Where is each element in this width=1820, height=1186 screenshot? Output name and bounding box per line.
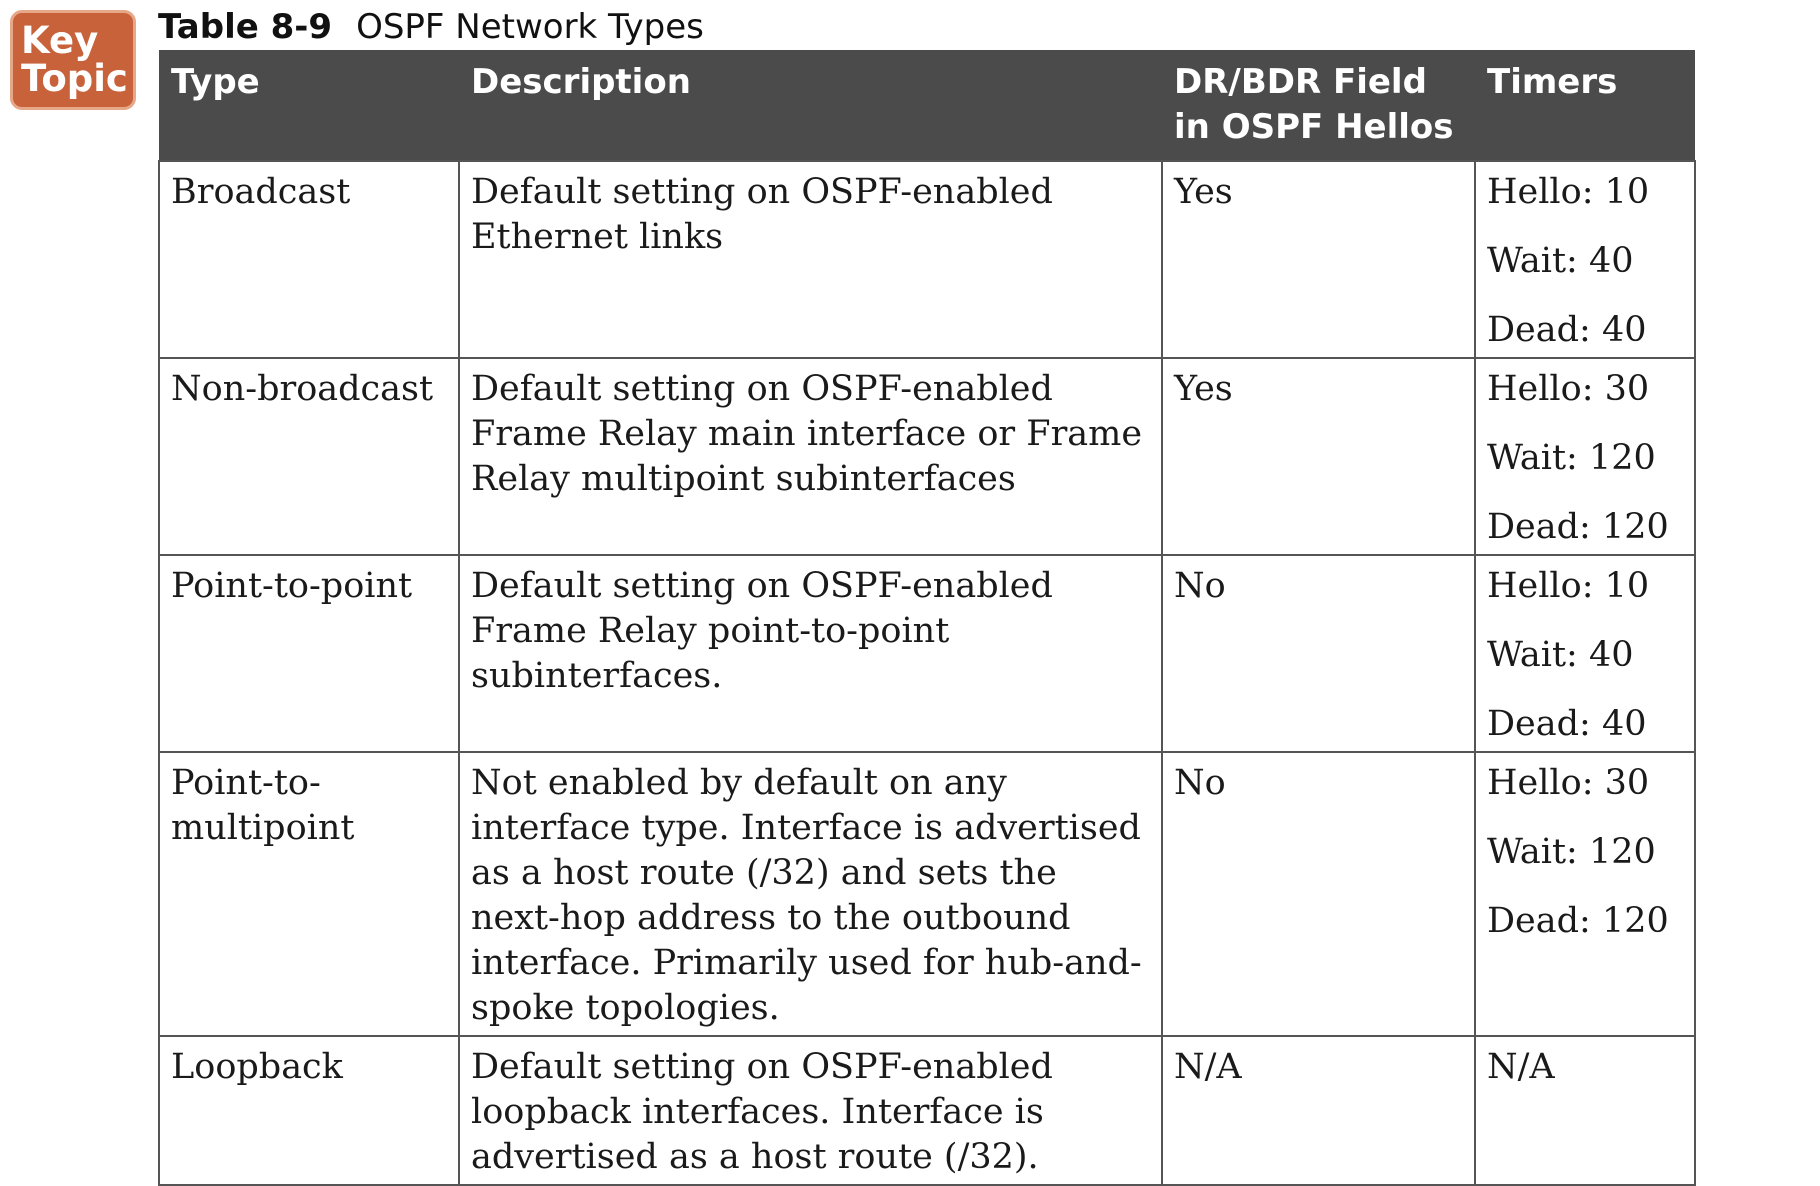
table-row: Point-to-point Default setting on OSPF-e… [158, 554, 1696, 753]
cell-description: Default setting on OSPF-enabled Frame Re… [458, 357, 1163, 556]
table-row: Point-to-multipoint Not enabled by defau… [158, 751, 1696, 1037]
header-description: Description [459, 50, 1162, 161]
cell-timers: Hello: 10 Wait: 40 Dead: 40 [1474, 160, 1696, 359]
table-header-row: Type Description DR/BDR Field in OSPF He… [159, 50, 1695, 161]
table-title: OSPF Network Types [356, 7, 704, 47]
cell-type: Loopback [158, 1035, 460, 1186]
table-row: Loopback Default setting on OSPF-enabled… [158, 1035, 1696, 1186]
cell-type: Non-broadcast [158, 357, 460, 556]
cell-timers: N/A [1474, 1035, 1696, 1186]
cell-drbdr: N/A [1161, 1035, 1476, 1186]
timer-dead: Dead: 120 [1487, 507, 1669, 547]
header-drbdr-line2: in OSPF Hellos [1174, 107, 1454, 147]
cell-description: Not enabled by default on any interface … [458, 751, 1163, 1037]
cell-timers: Hello: 30 Wait: 120 Dead: 120 [1474, 751, 1696, 1037]
cell-drbdr: No [1161, 554, 1476, 753]
timer-hello: Hello: 30 [1487, 369, 1650, 409]
cell-type: Point-to-point [158, 554, 460, 753]
timer-wait: Wait: 120 [1487, 832, 1656, 872]
timer-dead: Dead: 40 [1487, 310, 1647, 350]
table-number: Table 8-9 [158, 7, 333, 47]
header-type: Type [159, 50, 459, 161]
header-drbdr-line1: DR/BDR Field [1174, 62, 1427, 102]
header-timers: Timers [1475, 50, 1695, 161]
timer-hello: Hello: 10 [1487, 566, 1650, 606]
timer-wait: Wait: 120 [1487, 438, 1656, 478]
cell-drbdr: Yes [1161, 160, 1476, 359]
cell-timers: Hello: 30 Wait: 120 Dead: 120 [1474, 357, 1696, 556]
cell-timers: Hello: 10 Wait: 40 Dead: 40 [1474, 554, 1696, 753]
table-row: Non-broadcast Default setting on OSPF-en… [158, 357, 1696, 556]
cell-description: Default setting on OSPF-enabled Ethernet… [458, 160, 1163, 359]
cell-drbdr: No [1161, 751, 1476, 1037]
timer-dead: Dead: 40 [1487, 704, 1647, 744]
cell-description: Default setting on OSPF-enabled loopback… [458, 1035, 1163, 1186]
timer-hello: Hello: 10 [1487, 172, 1650, 212]
cell-type: Broadcast [158, 160, 460, 359]
key-topic-line1: Key [21, 19, 99, 62]
table-row: Broadcast Default setting on OSPF-enable… [158, 160, 1696, 359]
timer-dead: Dead: 120 [1487, 901, 1669, 941]
header-drbdr-field: DR/BDR Field in OSPF Hellos [1162, 50, 1475, 161]
key-topic-badge: Key Topic [10, 10, 136, 110]
cell-description: Default setting on OSPF-enabled Frame Re… [458, 554, 1163, 753]
timer-wait: Wait: 40 [1487, 241, 1634, 281]
table-caption: Table 8-9 OSPF Network Types [158, 4, 704, 50]
key-topic-line2: Topic [21, 57, 128, 100]
cell-drbdr: Yes [1161, 357, 1476, 556]
cell-type: Point-to-multipoint [158, 751, 460, 1037]
ospf-network-types-table: Type Description DR/BDR Field in OSPF He… [158, 50, 1696, 1186]
timer-wait: Wait: 40 [1487, 635, 1634, 675]
timer-hello: Hello: 30 [1487, 763, 1650, 803]
